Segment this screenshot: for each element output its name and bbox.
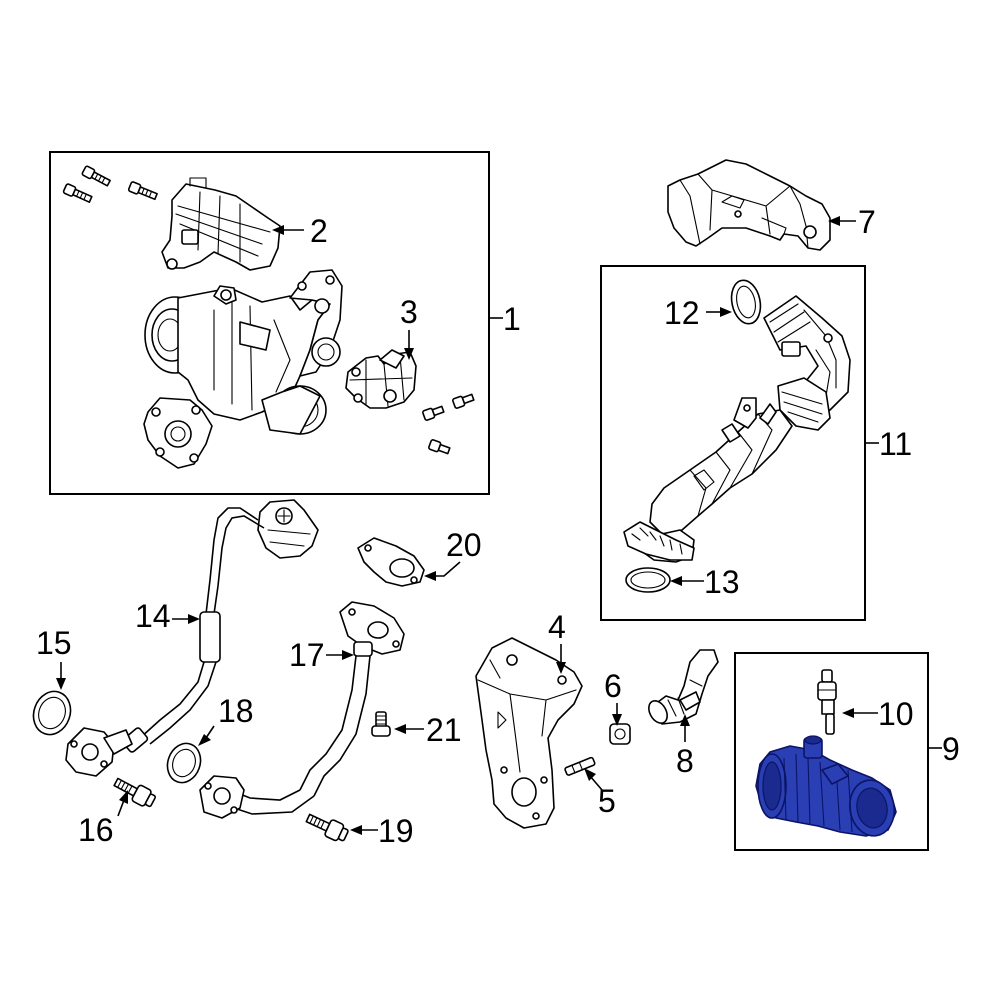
svg-text:17: 17 (289, 637, 325, 673)
o-ring-part (625, 567, 671, 593)
callout-9: 9 (928, 731, 960, 767)
gasket-20-part (357, 537, 425, 587)
sensor-10-part (817, 669, 837, 735)
oil-feed-line-part (65, 499, 319, 777)
svg-text:20: 20 (446, 527, 482, 563)
callout-17: 17 (289, 637, 354, 673)
svg-text:6: 6 (604, 668, 622, 704)
resonator-box (734, 652, 929, 851)
callout-14: 14 (135, 598, 200, 634)
banjo-bolt-16-part (113, 777, 156, 808)
oil-return-line-part (199, 601, 405, 819)
wastegate-actuator-part (345, 349, 417, 409)
bolt-19-part (305, 813, 349, 842)
nut-6-part (609, 723, 631, 745)
turbo-assembly-box (49, 151, 490, 495)
callout-20: 20 (424, 527, 482, 581)
svg-text:19: 19 (378, 813, 414, 849)
callout-12: 12 (664, 295, 732, 331)
callout-1: 1 (489, 301, 521, 337)
svg-text:18: 18 (218, 693, 254, 729)
pin-5-part (564, 756, 596, 776)
turbocharger-part (143, 269, 343, 469)
svg-text:1: 1 (503, 301, 521, 337)
callout-11: 11 (865, 426, 912, 462)
callout-6: 6 (604, 668, 622, 726)
stud-21-part (371, 711, 391, 737)
svg-text:7: 7 (858, 204, 876, 240)
callout-15: 15 (36, 625, 72, 690)
intake-pipe-part (623, 295, 851, 563)
callout-13: 13 (670, 564, 740, 600)
callout-3: 3 (400, 294, 418, 360)
callout-10: 10 (842, 696, 914, 732)
svg-text:12: 12 (664, 295, 700, 331)
callout-19: 19 (350, 813, 414, 849)
svg-text:11: 11 (879, 426, 912, 462)
resonator-part-highlighted (755, 735, 897, 837)
sealing-ring-15-part (32, 690, 72, 736)
svg-text:16: 16 (78, 812, 114, 848)
svg-text:2: 2 (310, 213, 328, 249)
callout-5: 5 (584, 768, 616, 819)
heat-shield-bracket-part (667, 159, 831, 251)
hose-8-part (648, 649, 719, 725)
callout-4: 4 (548, 609, 566, 674)
svg-text:3: 3 (400, 294, 418, 330)
actuator-bracket-part (161, 177, 281, 271)
callout-2: 2 (272, 213, 328, 249)
callout-16: 16 (78, 790, 128, 848)
svg-text:14: 14 (135, 598, 171, 634)
svg-text:5: 5 (598, 783, 616, 819)
svg-text:9: 9 (942, 731, 960, 767)
svg-text:4: 4 (548, 609, 566, 645)
heat-shield-part (475, 637, 583, 829)
svg-text:21: 21 (426, 712, 462, 748)
svg-text:13: 13 (704, 564, 740, 600)
bolt-set-actuator (422, 393, 475, 455)
callout-8: 8 (676, 714, 694, 779)
svg-text:15: 15 (36, 625, 72, 661)
hose-clamp-part (730, 279, 762, 325)
callout-7: 7 (828, 204, 876, 240)
sealing-ring-18-part (166, 742, 202, 784)
callout-18: 18 (198, 693, 254, 746)
callout-21: 21 (394, 712, 462, 748)
bolt-set-top (62, 165, 158, 203)
svg-text:8: 8 (676, 743, 694, 779)
svg-text:10: 10 (878, 696, 914, 732)
